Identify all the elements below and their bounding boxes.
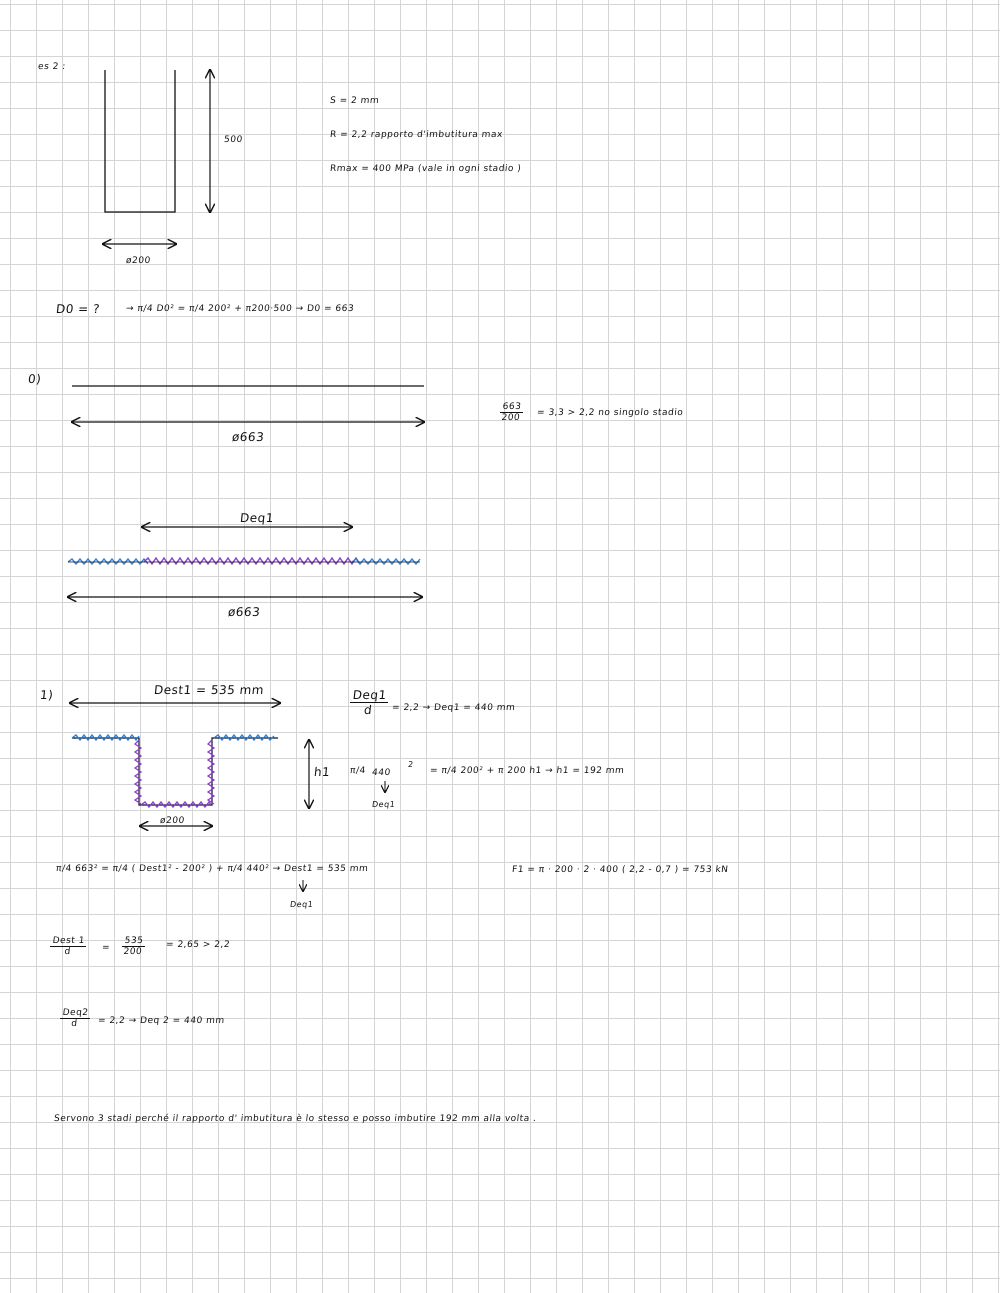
deq2-ratio-result: = 2,2 → Deq 2 = 440 mm xyxy=(97,1016,226,1026)
blank-outer-zone-right xyxy=(351,557,421,566)
blank-disc-drawing xyxy=(72,385,424,422)
step0-frac-num: 663 xyxy=(499,402,524,413)
blank-zones-drawing xyxy=(68,527,422,597)
flange-left-zone xyxy=(71,733,140,742)
deq2-ratio-num: Deq2 xyxy=(59,1008,92,1019)
step0-diameter-label: ø663 xyxy=(231,430,265,444)
blank-diameter-label: ø663 xyxy=(227,605,261,619)
deq2-ratio-fraction: Deq2 d xyxy=(59,1008,92,1029)
d0-question: D0 = ? xyxy=(55,302,101,316)
flange-right-zone xyxy=(213,733,275,742)
dest1-ratio-den: d xyxy=(63,947,72,957)
cup-wall-left-zone xyxy=(133,739,143,805)
deq1-ratio-result: = 2,2 → Deq1 = 440 mm xyxy=(391,703,516,713)
cup-bottom-zone xyxy=(140,800,212,809)
conclusion-text: Servono 3 stadi perché il rapporto d' im… xyxy=(53,1114,537,1124)
step0-label: 0) xyxy=(27,372,43,386)
given-thickness: S = 2 mm xyxy=(329,96,380,106)
dest1-equation-note: Deq1 xyxy=(289,900,314,909)
blank-inner-zone xyxy=(143,556,361,566)
dest1-ratio-result: = 2,65 > 2,2 xyxy=(165,940,231,950)
dest1-ratio-fraction-2: 535 200 xyxy=(121,936,146,957)
dest1-ratio-den2: 200 xyxy=(122,947,143,957)
h1-equation: = π/4 200² + π 200 h1 → h1 = 192 mm xyxy=(429,766,625,776)
given-ratio: R = 2,2 rapporto d'imbutitura max xyxy=(329,130,504,140)
diameter-label: ø200 xyxy=(125,256,152,266)
given-stress: Rmax = 400 MPa (vale in ogni stadio ) xyxy=(329,164,522,174)
exercise-label: es 2 : xyxy=(37,62,67,72)
blank-outer-zone-left xyxy=(67,557,149,566)
dest1-ratio-fraction: Dest 1 d xyxy=(49,936,88,957)
cup-drawing xyxy=(103,70,210,244)
d0-equation: → π/4 D0² = π/4 200² + π200·500 → D0 = 6… xyxy=(125,304,355,314)
dest1-label: Dest1 = 535 mm xyxy=(153,683,265,697)
h1-eq-prefix: π/4 xyxy=(349,766,367,776)
deq1-ratio-den: d xyxy=(363,703,373,717)
dest1-equation: π/4 663² = π/4 ( Dest1² - 200² ) + π/4 4… xyxy=(55,864,369,874)
h1-eq-value: 440 xyxy=(371,768,392,778)
h1-label: h1 xyxy=(313,765,331,779)
dest1-ratio-num: Dest 1 xyxy=(49,936,88,947)
dest1-ratio-eq: = xyxy=(101,943,111,953)
deq1-label: Deq1 xyxy=(239,511,275,525)
step1-cup-diameter: ø200 xyxy=(159,816,186,826)
h1-eq-note: Deq1 xyxy=(371,800,396,809)
deq1-ratio-fraction: Deq1 d xyxy=(348,688,390,717)
deq2-ratio-den: d xyxy=(70,1019,79,1029)
h1-eq-exponent: 2 xyxy=(407,760,415,769)
height-label: 500 xyxy=(223,135,244,145)
cup-wall-right-zone xyxy=(206,739,216,805)
step1-cup-drawing xyxy=(70,703,309,826)
step0-result: = 3,3 > 2,2 no singolo stadio xyxy=(536,408,684,418)
force-equation: F1 = π · 200 · 2 · 400 ( 2,2 - 0,7 ) = 7… xyxy=(511,865,729,875)
deq1-ratio-num: Deq1 xyxy=(349,688,390,703)
step0-fraction: 663 200 xyxy=(499,402,524,423)
step1-label: 1) xyxy=(39,688,55,702)
dest1-ratio-num2: 535 xyxy=(121,936,146,947)
step0-frac-den: 200 xyxy=(500,413,521,423)
